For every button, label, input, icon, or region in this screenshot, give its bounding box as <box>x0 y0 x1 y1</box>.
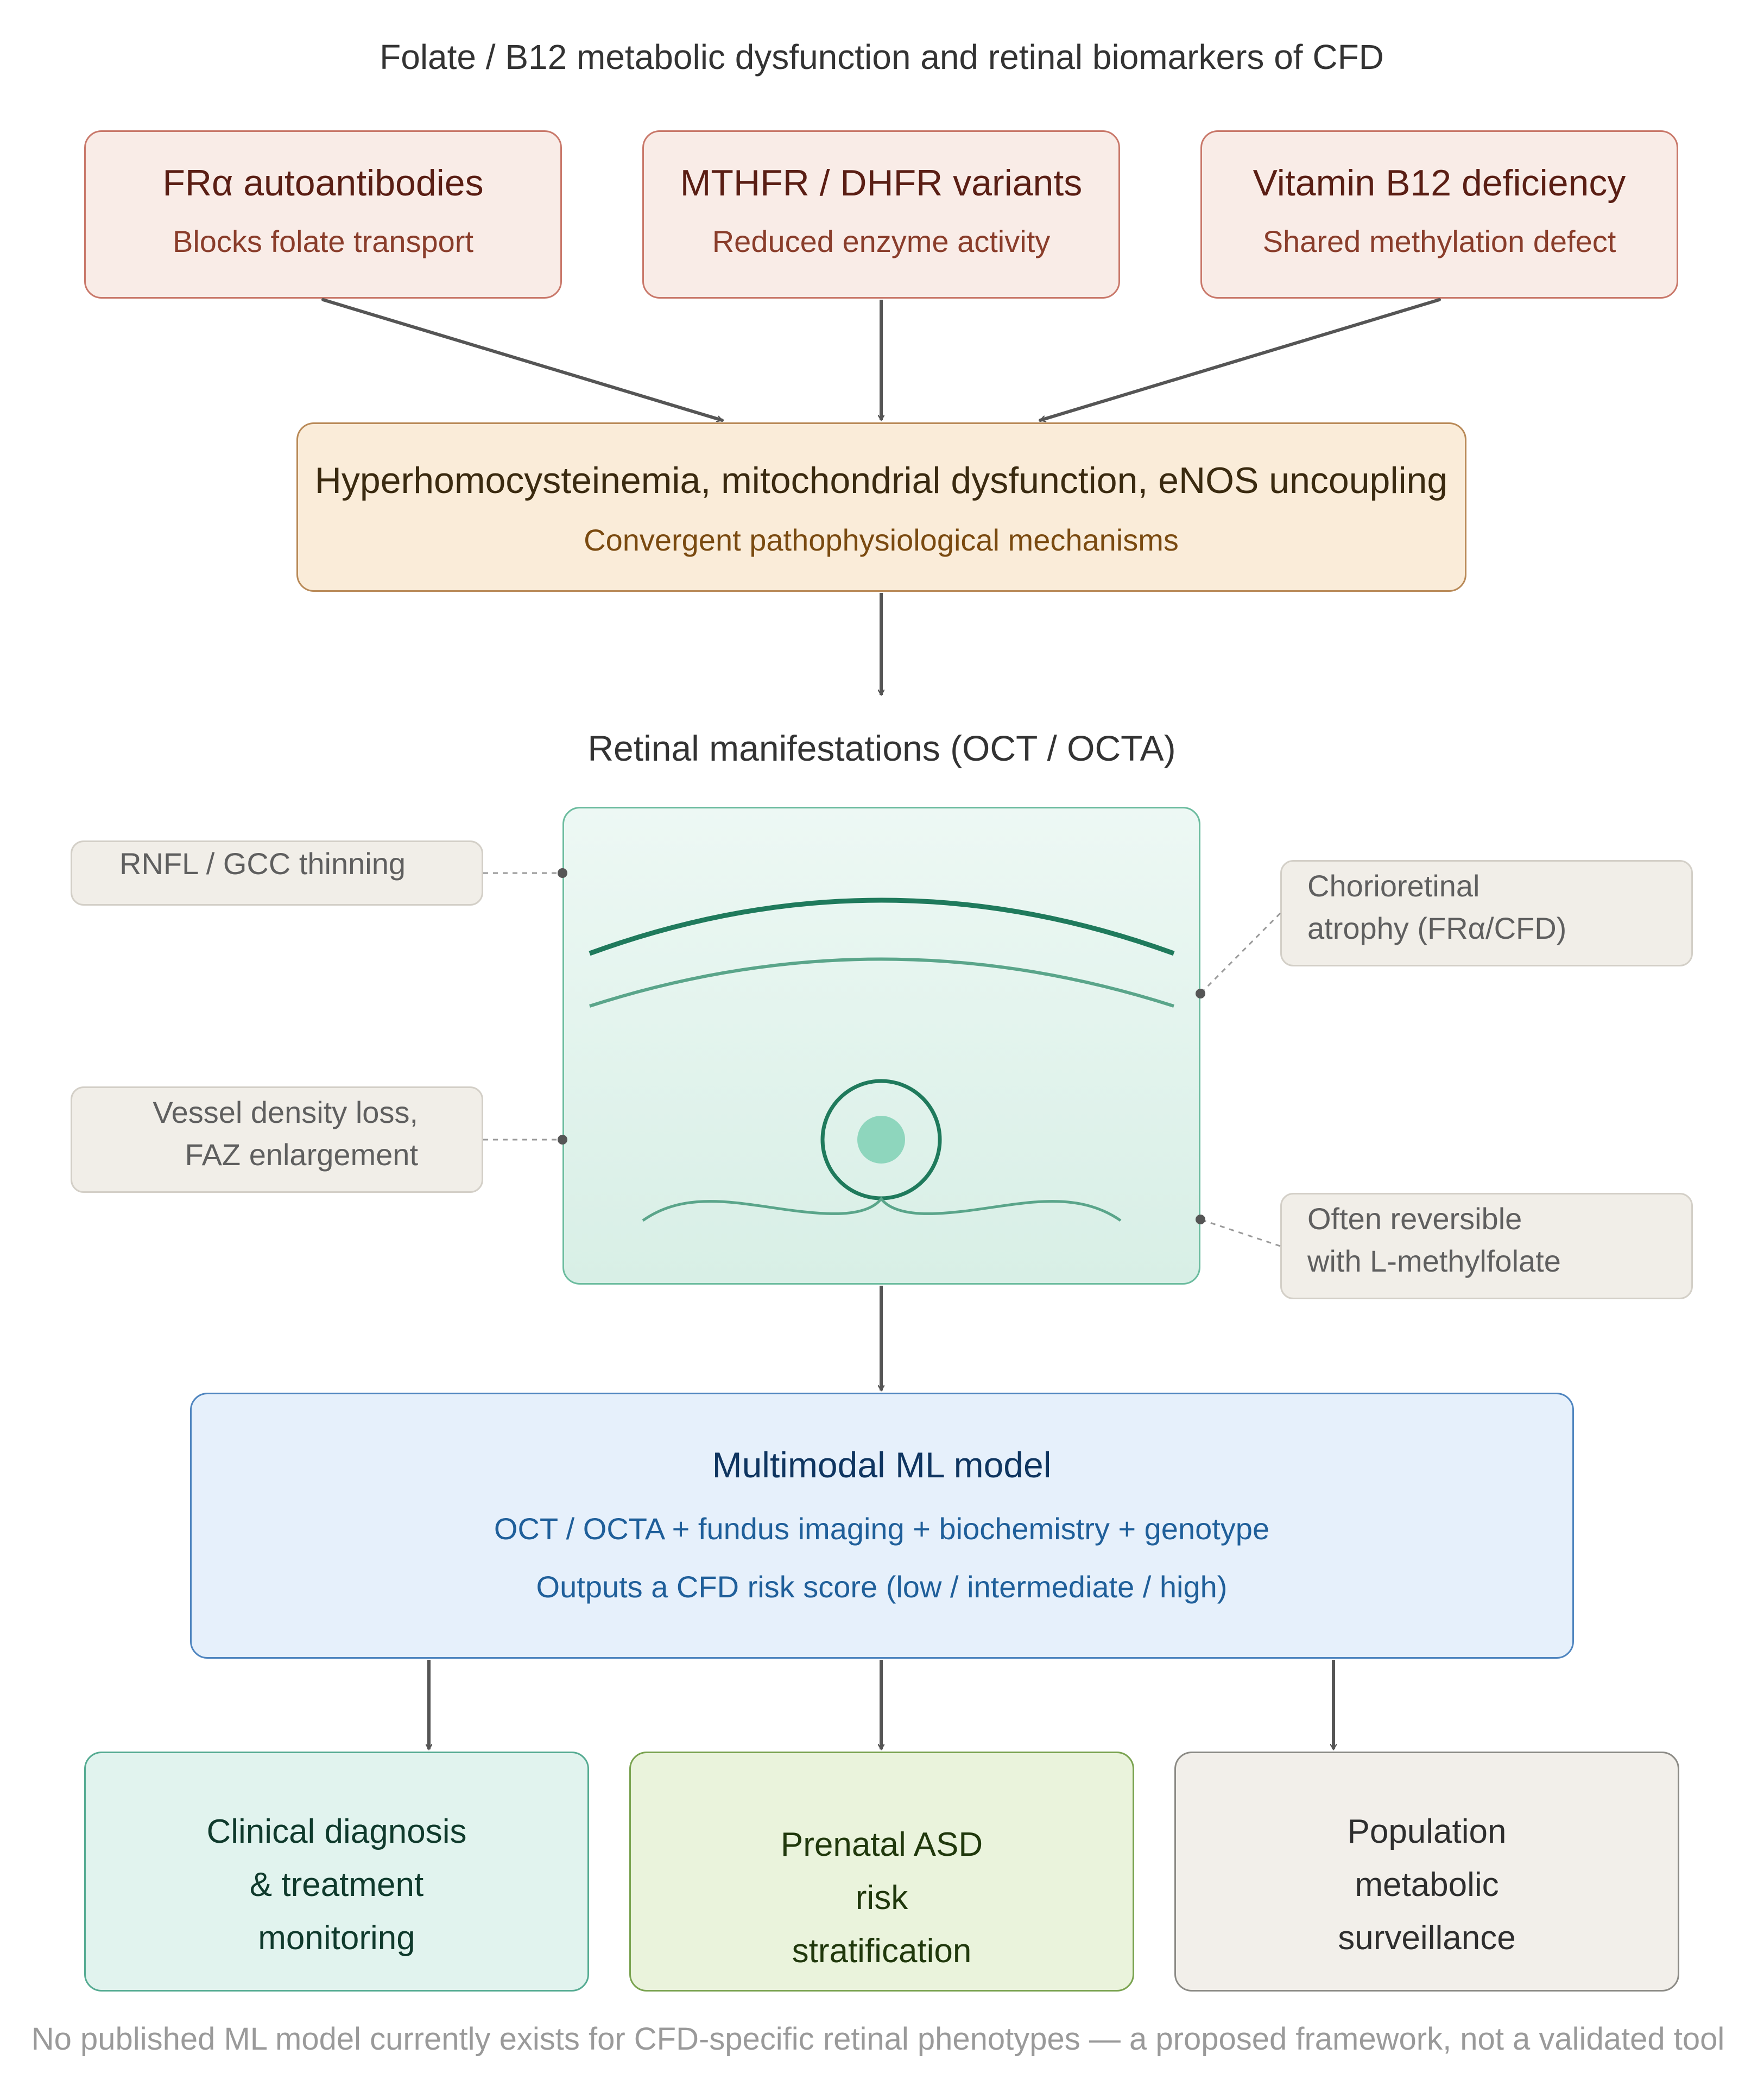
fovea-center <box>857 1116 905 1164</box>
cause-subtitle-fra: Blocks folate transport <box>172 224 474 258</box>
outcome-box-population <box>1174 1752 1679 1992</box>
cause-title-b12: Vitamin B12 deficiency <box>1253 162 1626 204</box>
mechanism-subtitle: Convergent pathophysiological mechanisms <box>584 523 1179 557</box>
outcome-prenatal-line3: stratification <box>792 1932 972 1970</box>
cause-box-vitamin-b12 <box>1200 130 1678 299</box>
cause-title-mthfr: MTHFR / DHFR variants <box>680 162 1083 204</box>
retina-layer-outer <box>589 897 1175 956</box>
cause-box-mthfr-dhfr <box>642 130 1120 299</box>
ml-model-output: Outputs a CFD risk score (low / intermed… <box>536 1570 1228 1604</box>
outcome-clinical-line1: Clinical diagnosis <box>206 1813 467 1850</box>
leader-dot-rnfl <box>558 868 567 878</box>
retina-heading: Retinal manifestations (OCT / OCTA) <box>587 728 1176 768</box>
mechanism-box <box>296 422 1466 592</box>
arrow-fra-to-mechanism <box>321 298 724 420</box>
outcome-clinical-line2: & treatment <box>249 1866 424 1904</box>
cause-subtitle-b12: Shared methylation defect <box>1262 224 1616 258</box>
ml-model-inputs: OCT / OCTA + fundus imaging + biochemist… <box>494 1512 1270 1546</box>
retina-layer-inner <box>589 957 1174 1008</box>
note-chorioretinal-atrophy <box>1280 860 1693 966</box>
outcome-prenatal-line2: risk <box>855 1879 908 1917</box>
leader-reversible <box>1200 1218 1281 1247</box>
arrow-b12-to-mechanism <box>1039 298 1441 420</box>
leader-dot-vessel <box>558 1135 567 1145</box>
leader-dot-reversible <box>1196 1215 1205 1224</box>
note-atrophy-line1: Chorioretinal <box>1307 869 1480 903</box>
retina-vessel-line <box>642 1196 1122 1222</box>
note-rnfl-gcc-text: RNFL / GCC thinning <box>119 846 406 881</box>
note-vessel-density <box>71 1086 483 1193</box>
cause-box-fra-autoantibodies <box>84 130 562 299</box>
diagram-title: Folate / B12 metabolic dysfunction and r… <box>380 37 1384 77</box>
leader-atrophy <box>1199 912 1281 995</box>
leader-dot-atrophy <box>1196 989 1205 998</box>
note-vessel-line2: FAZ enlargement <box>185 1137 418 1172</box>
outcome-box-clinical <box>84 1752 589 1992</box>
outcome-prenatal-line1: Prenatal ASD <box>780 1826 983 1863</box>
note-reversible-line1: Often reversible <box>1307 1202 1522 1236</box>
ml-model-box <box>190 1393 1574 1659</box>
ml-model-title: Multimodal ML model <box>712 1445 1052 1485</box>
footnote: No published ML model currently exists f… <box>31 2021 1725 2057</box>
outcome-population-line2: metabolic <box>1355 1866 1499 1904</box>
note-vessel-line1: Vessel density loss, <box>153 1095 418 1129</box>
outcome-clinical-line3: monitoring <box>258 1919 415 1957</box>
note-rnfl-gcc <box>71 840 483 906</box>
retina-illustration-box <box>562 807 1200 1285</box>
note-reversible <box>1280 1193 1693 1299</box>
outcome-box-prenatal <box>629 1752 1134 1992</box>
note-atrophy-line2: atrophy (FRα/CFD) <box>1307 911 1567 945</box>
cause-title-fra: FRα autoantibodies <box>162 162 484 204</box>
note-reversible-line2: with L-methylfolate <box>1307 1244 1561 1278</box>
outcome-population-line3: surveillance <box>1338 1919 1516 1957</box>
outcome-population-line1: Population <box>1347 1813 1507 1850</box>
cause-subtitle-mthfr: Reduced enzyme activity <box>712 224 1051 258</box>
mechanism-title: Hyperhomocysteinemia, mitochondrial dysf… <box>314 460 1448 501</box>
